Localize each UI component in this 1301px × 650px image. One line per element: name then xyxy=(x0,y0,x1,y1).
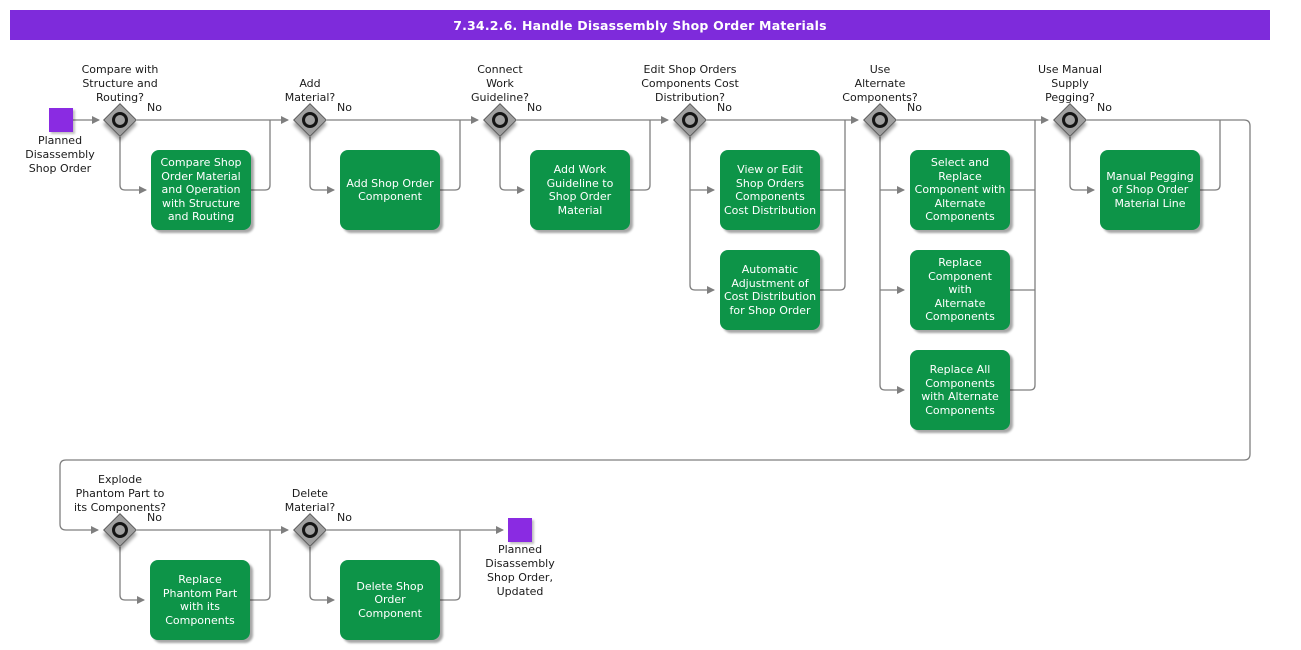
question-label: Use Manual Supply Pegging? xyxy=(1037,63,1103,104)
task-add-shop-order-component[interactable]: Add Shop Order Component xyxy=(340,150,440,230)
decision-compare-with-structure-and-routing xyxy=(103,103,137,137)
end-event-label: Planned Disassembly Shop Order, Updated xyxy=(485,543,555,598)
task-replace-phantom-part[interactable]: Replace Phantom Part with its Components xyxy=(150,560,250,640)
decision-add-material xyxy=(293,103,327,137)
diagram-title: 7.34.2.6. Handle Disassembly Shop Order … xyxy=(453,17,827,33)
task-replace-component[interactable]: Replace Component with Alternate Compone… xyxy=(910,250,1010,330)
task-view-edit-cost-distribution[interactable]: View or Edit Shop Orders Components Cost… xyxy=(720,150,820,230)
task-delete-shop-order-component[interactable]: Delete Shop Order Component xyxy=(340,560,440,640)
start-event-node[interactable] xyxy=(49,108,73,132)
task-label: Replace All Components with Alternate Co… xyxy=(921,363,999,417)
no-branch-label: No xyxy=(147,511,162,524)
task-label: View or Edit Shop Orders Components Cost… xyxy=(723,163,817,217)
no-branch-label: No xyxy=(907,101,922,114)
diagram-title-bar: 7.34.2.6. Handle Disassembly Shop Order … xyxy=(10,10,1270,40)
decision-explode-phantom-part xyxy=(103,513,137,547)
decision-edit-cost-distribution xyxy=(673,103,707,137)
start-event-label: Planned Disassembly Shop Order xyxy=(25,134,95,175)
task-label: Manual Pegging of Shop Order Material Li… xyxy=(1106,169,1194,210)
task-label: Select and Replace Component with Altern… xyxy=(914,156,1006,224)
question-label: Delete Material? xyxy=(284,487,336,514)
question-label: Connect Work Guideline? xyxy=(471,63,529,104)
decision-delete-material xyxy=(293,513,327,547)
end-event-node[interactable] xyxy=(508,518,532,542)
decision-use-alternate-components xyxy=(863,103,897,137)
no-branch-label: No xyxy=(337,511,352,524)
circle-icon xyxy=(302,112,318,128)
task-label: Compare Shop Order Material and Operatio… xyxy=(160,156,242,224)
circle-icon xyxy=(872,112,888,128)
decision-connect-work-guideline xyxy=(483,103,517,137)
question-label: Add Material? xyxy=(284,77,336,104)
task-label: Replace Phantom Part with its Components xyxy=(162,573,238,627)
question-label: Use Alternate Components? xyxy=(842,63,918,104)
circle-icon xyxy=(492,112,508,128)
task-add-work-guideline[interactable]: Add Work Guideline to Shop Order Materia… xyxy=(530,150,630,230)
task-replace-all-components[interactable]: Replace All Components with Alternate Co… xyxy=(910,350,1010,430)
circle-icon xyxy=(112,522,128,538)
circle-icon xyxy=(302,522,318,538)
task-automatic-adjustment-cost-distribution[interactable]: Automatic Adjustment of Cost Distributio… xyxy=(720,250,820,330)
task-label: Add Shop Order Component xyxy=(346,176,434,204)
task-label: Automatic Adjustment of Cost Distributio… xyxy=(723,263,817,317)
task-compare-shop-order-material[interactable]: Compare Shop Order Material and Operatio… xyxy=(151,150,251,230)
question-label: Compare with Structure and Routing? xyxy=(81,63,159,104)
no-branch-label: No xyxy=(337,101,352,114)
circle-icon xyxy=(112,112,128,128)
no-branch-label: No xyxy=(1097,101,1112,114)
task-label: Replace Component with Alternate Compone… xyxy=(925,256,995,324)
task-label: Add Work Guideline to Shop Order Materia… xyxy=(546,163,614,217)
task-label: Delete Shop Order Component xyxy=(356,579,424,620)
no-branch-label: No xyxy=(717,101,732,114)
question-label: Edit Shop Orders Components Cost Distrib… xyxy=(641,63,739,104)
no-branch-label: No xyxy=(527,101,542,114)
circle-icon xyxy=(1062,112,1078,128)
decision-use-manual-supply-pegging xyxy=(1053,103,1087,137)
question-label: Explode Phantom Part to its Components? xyxy=(73,473,167,514)
task-select-and-replace-component[interactable]: Select and Replace Component with Altern… xyxy=(910,150,1010,230)
no-branch-label: No xyxy=(147,101,162,114)
task-manual-pegging[interactable]: Manual Pegging of Shop Order Material Li… xyxy=(1100,150,1200,230)
circle-icon xyxy=(682,112,698,128)
